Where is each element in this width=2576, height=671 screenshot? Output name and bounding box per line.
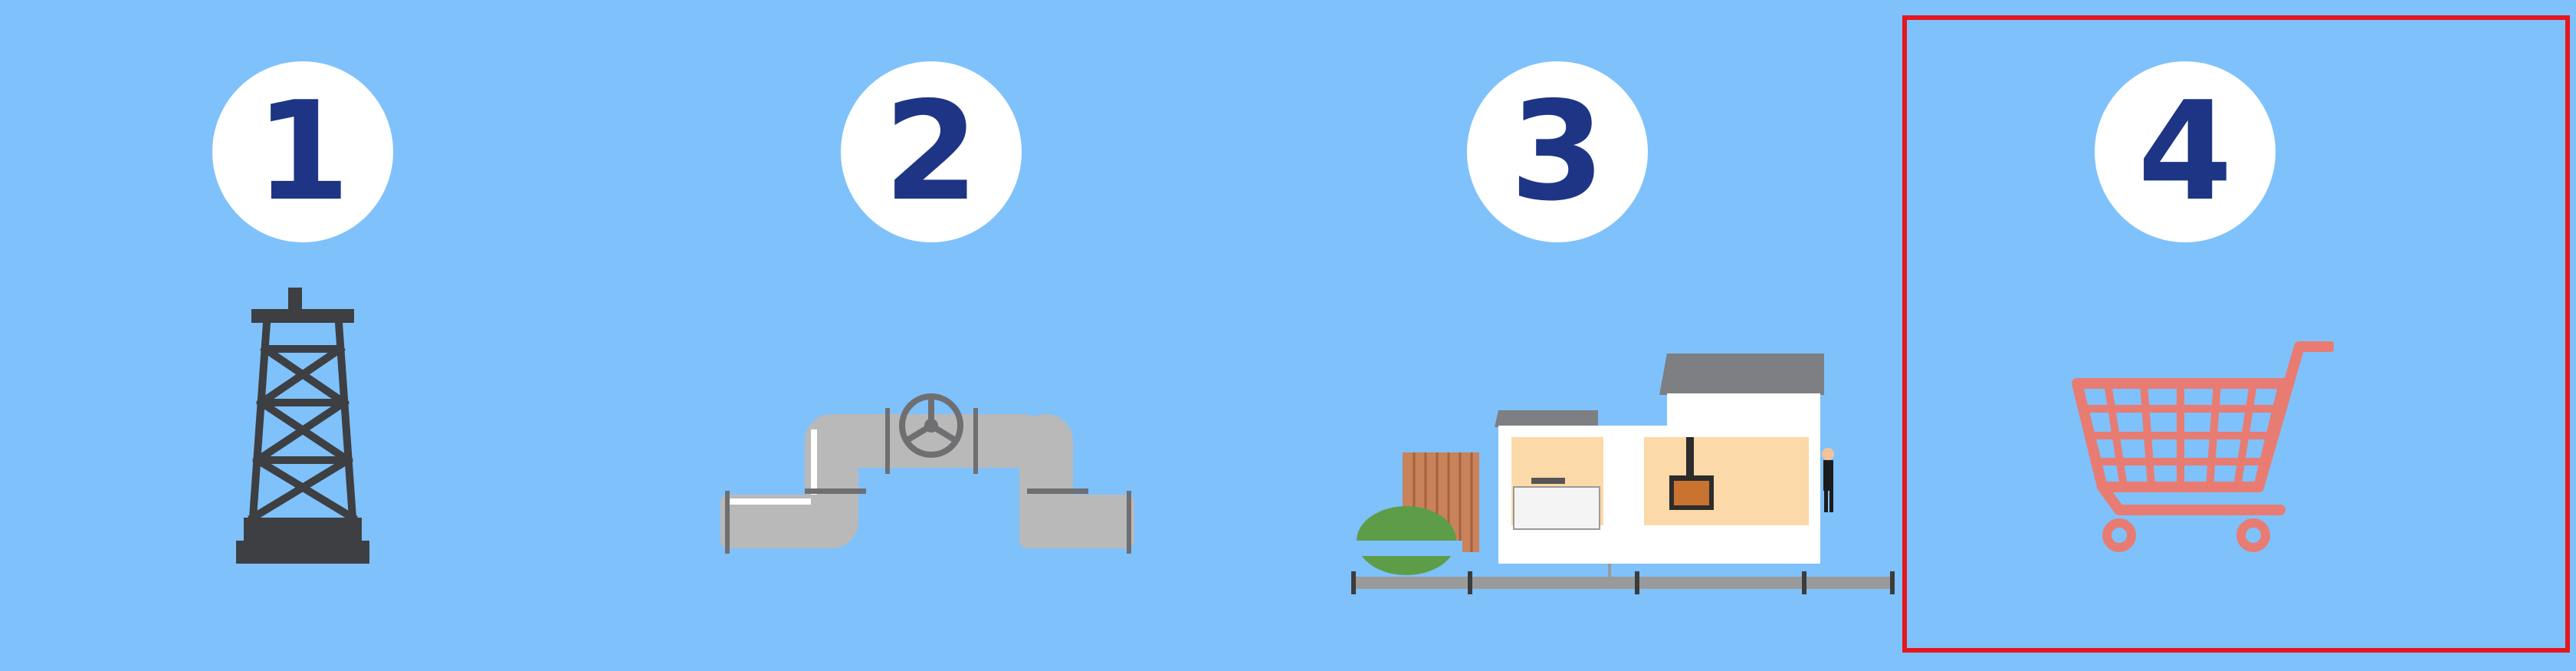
step-number-badge: 4 bbox=[2095, 61, 2276, 242]
shopping-cart-icon bbox=[2058, 337, 2334, 567]
step-number-badge: 2 bbox=[841, 61, 1022, 242]
step-1: 1 bbox=[0, 0, 605, 671]
pipeline-valve-icon bbox=[713, 383, 1142, 560]
step-2: 2 bbox=[613, 0, 1226, 671]
highlight-frame bbox=[1902, 15, 2570, 653]
house-gas-supply-icon bbox=[1349, 349, 1901, 602]
step-number-badge: 3 bbox=[1467, 61, 1648, 242]
step-4: 4 bbox=[1885, 0, 2576, 671]
step-number-badge: 1 bbox=[212, 61, 393, 242]
step-3: 3 bbox=[1234, 0, 1895, 671]
oil-derrick-icon bbox=[222, 288, 383, 579]
